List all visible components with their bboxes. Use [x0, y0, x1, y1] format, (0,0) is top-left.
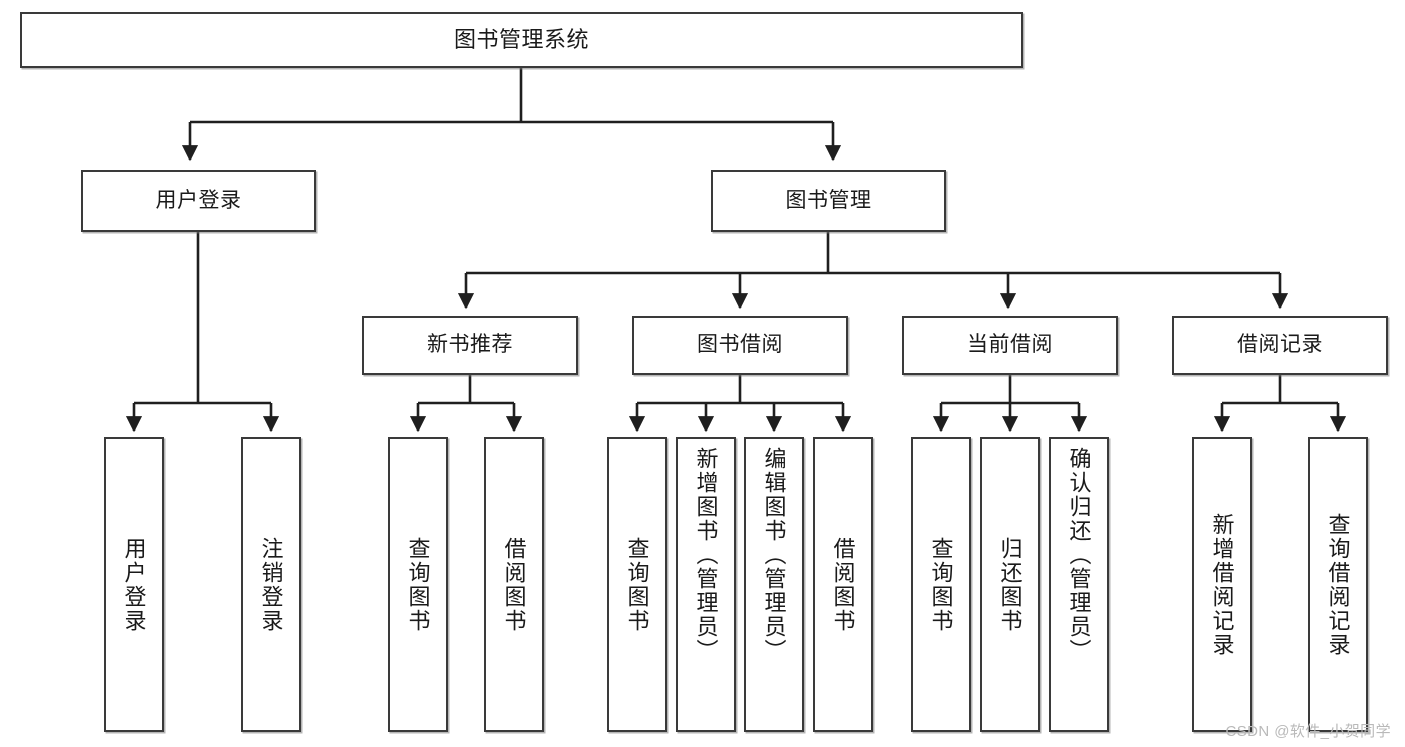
watermark-text: CSDN @软件_小贺同学	[1225, 723, 1391, 740]
leaf-user-login[interactable]: 用户登录	[104, 437, 164, 732]
node-label: 当前借阅	[967, 333, 1053, 357]
leaf-add-record[interactable]: 新增借阅记录	[1192, 437, 1252, 732]
node-label: 注销登录	[258, 536, 284, 633]
leaf-query-record[interactable]: 查询借阅记录	[1308, 437, 1368, 732]
node-label: 新增借阅记录	[1209, 512, 1235, 657]
node-label: 借阅图书	[830, 536, 856, 633]
node-current-borrow[interactable]: 当前借阅	[902, 316, 1118, 375]
node-label: 查询借阅记录	[1325, 512, 1351, 657]
node-label: 编辑图书（管理员）	[761, 447, 787, 663]
leaf-edit-book[interactable]: 编辑图书（管理员）	[744, 437, 804, 732]
node-label: 新书推荐	[427, 333, 513, 357]
node-root-system[interactable]: 图书管理系统	[20, 12, 1023, 68]
node-label: 图书管理	[785, 188, 872, 212]
leaf-confirm-return[interactable]: 确认归还（管理员）	[1049, 437, 1109, 732]
node-label: 用户登录	[155, 188, 242, 212]
node-label: 图书借阅	[697, 333, 783, 357]
leaf-borrow-book-2[interactable]: 借阅图书	[813, 437, 873, 732]
node-label: 图书管理系统	[453, 27, 589, 53]
leaf-add-book[interactable]: 新增图书（管理员）	[676, 437, 736, 732]
node-label: 确认归还（管理员）	[1066, 447, 1092, 663]
leaf-borrow-book-1[interactable]: 借阅图书	[484, 437, 544, 732]
node-label: 查询图书	[405, 536, 431, 633]
leaf-query-book-2[interactable]: 查询图书	[607, 437, 667, 732]
node-label: 用户登录	[121, 536, 147, 633]
leaf-query-book-3[interactable]: 查询图书	[911, 437, 971, 732]
node-label: 借阅记录	[1237, 333, 1323, 357]
leaf-return-book[interactable]: 归还图书	[980, 437, 1040, 732]
node-book-manage[interactable]: 图书管理	[711, 170, 946, 232]
node-label: 查询图书	[928, 536, 954, 633]
node-new-book-rec[interactable]: 新书推荐	[362, 316, 578, 375]
leaf-logout[interactable]: 注销登录	[241, 437, 301, 732]
node-user-login[interactable]: 用户登录	[81, 170, 316, 232]
node-borrow-record[interactable]: 借阅记录	[1172, 316, 1388, 375]
node-label: 借阅图书	[501, 536, 527, 633]
node-book-borrow[interactable]: 图书借阅	[632, 316, 848, 375]
node-label: 查询图书	[624, 536, 650, 633]
leaf-query-book-1[interactable]: 查询图书	[388, 437, 448, 732]
node-label: 新增图书（管理员）	[693, 447, 719, 663]
node-label: 归还图书	[997, 536, 1023, 633]
